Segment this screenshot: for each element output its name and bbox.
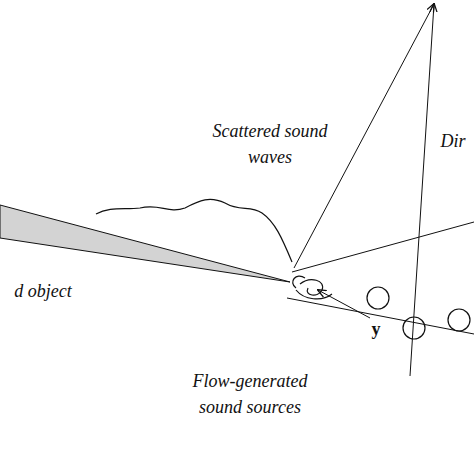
solid-object [0,205,290,282]
sound-rays [294,4,434,376]
wake-edge [292,222,474,272]
vortices [293,276,470,339]
object-label: d object [3,278,83,304]
position-vector: y [368,316,384,342]
boundary-layer [96,199,292,262]
wave-label: Scattered sound waves [210,118,330,170]
source-label: Flow-generated sound sources [180,368,320,420]
wave-label: Dir [436,128,470,154]
